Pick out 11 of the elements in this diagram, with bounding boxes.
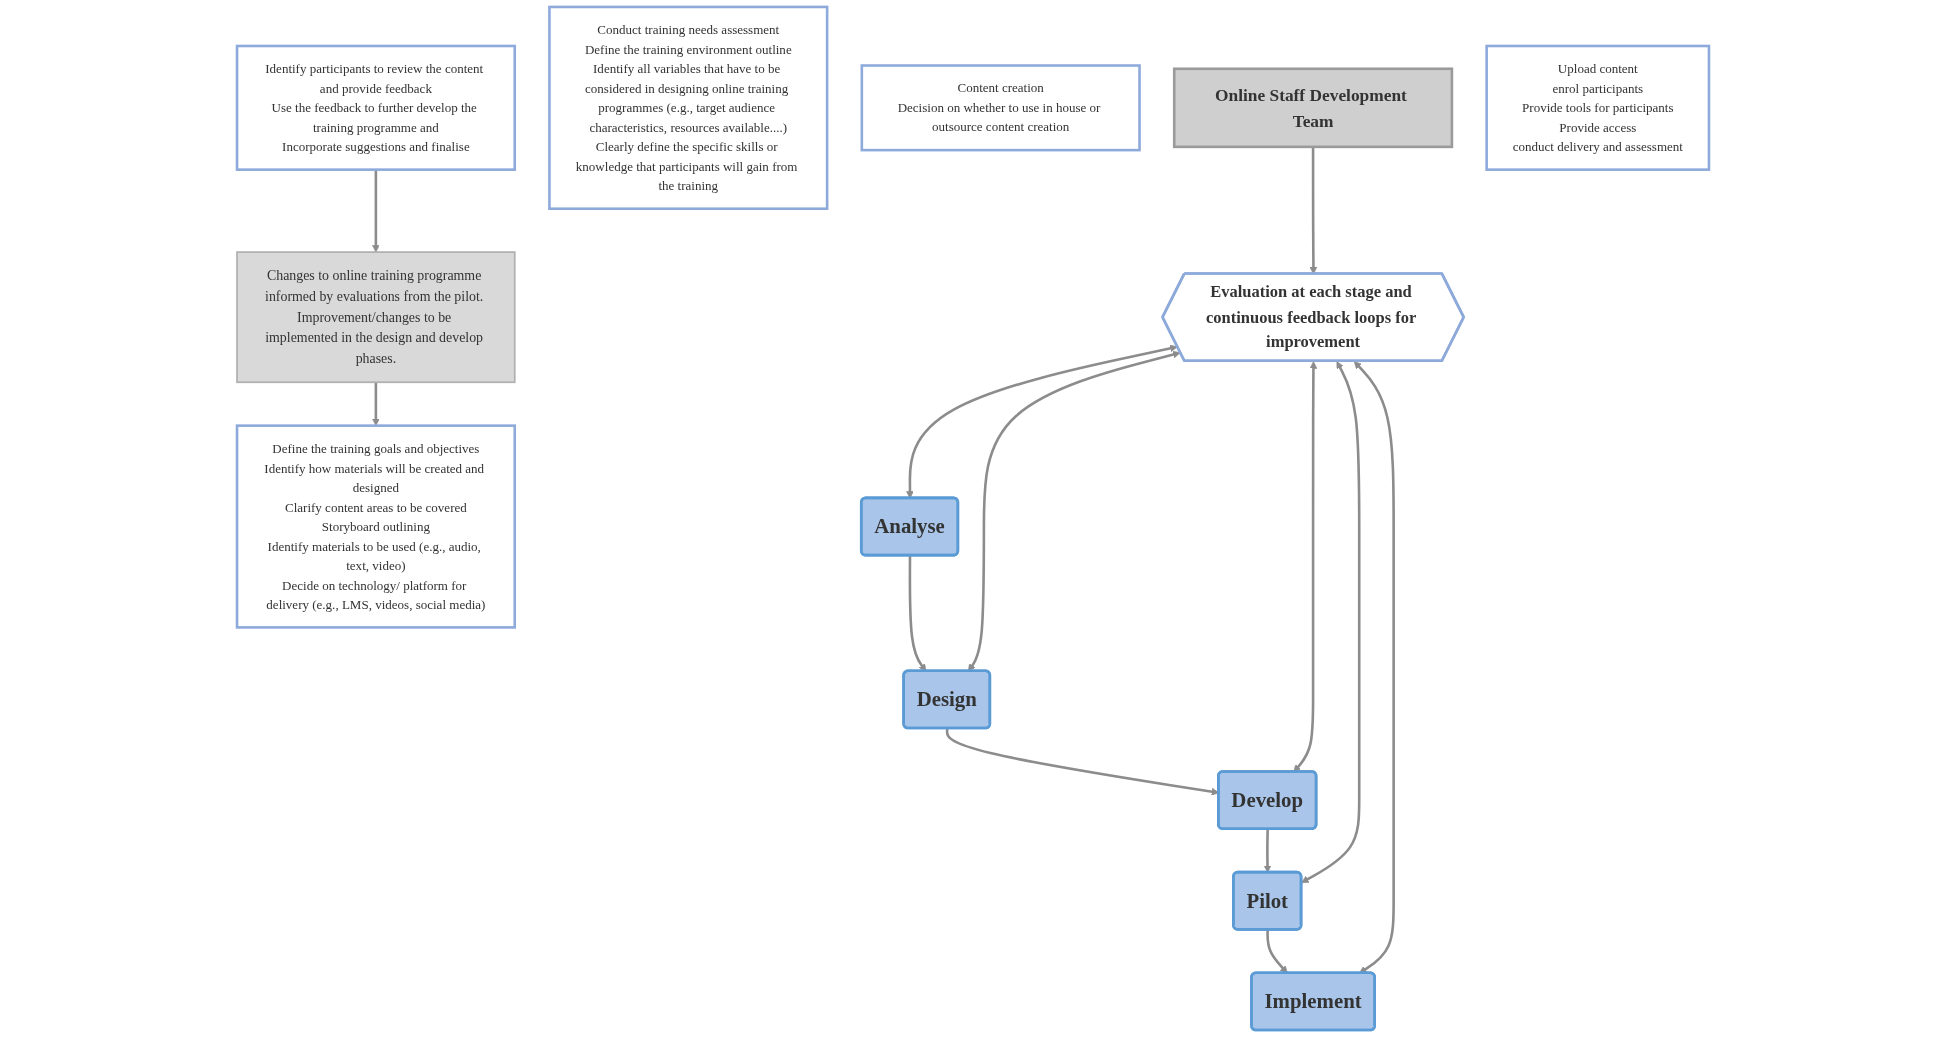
arrow [1301, 361, 1361, 883]
node-box: Content creation Decision on whether to use in house or outsource content creation [860, 64, 1141, 152]
node-box: Changes to online training programme informed by evaluations from the pilot. Improvement/changes to be implemented in the design and develop phases. [236, 251, 516, 384]
node-box: Conduct training needs assessment Define the training environment outline Identify all variables that have to be considered in designing online training programmes (e.g., target audience characteristics, resources available....) Clearly define the specific skills or knowledge that participants will gain from the training [548, 5, 829, 210]
arrow [372, 382, 380, 426]
node-box: Define the training goals and objectives Identify how materials will be created and designed Clarify content areas to be covered Storyboard outlining Identify materials to be used (e.g., audio, text, video) Decide on technology/ platform for delivery (e.g., LMS, videos, social media) [235, 424, 516, 629]
node-box: Online Staff Development Team [1172, 67, 1454, 149]
arrow [372, 169, 380, 253]
node-box: Upload content enrol participants Provide tools for participants Provide access conduct delivery and assessment [1485, 44, 1711, 171]
arrow [1263, 829, 1272, 873]
node-box: Identify participants to review the content and provide feedback Use the feedback to further develop the training programme and Incorporate suggestions and finalise [235, 44, 516, 171]
